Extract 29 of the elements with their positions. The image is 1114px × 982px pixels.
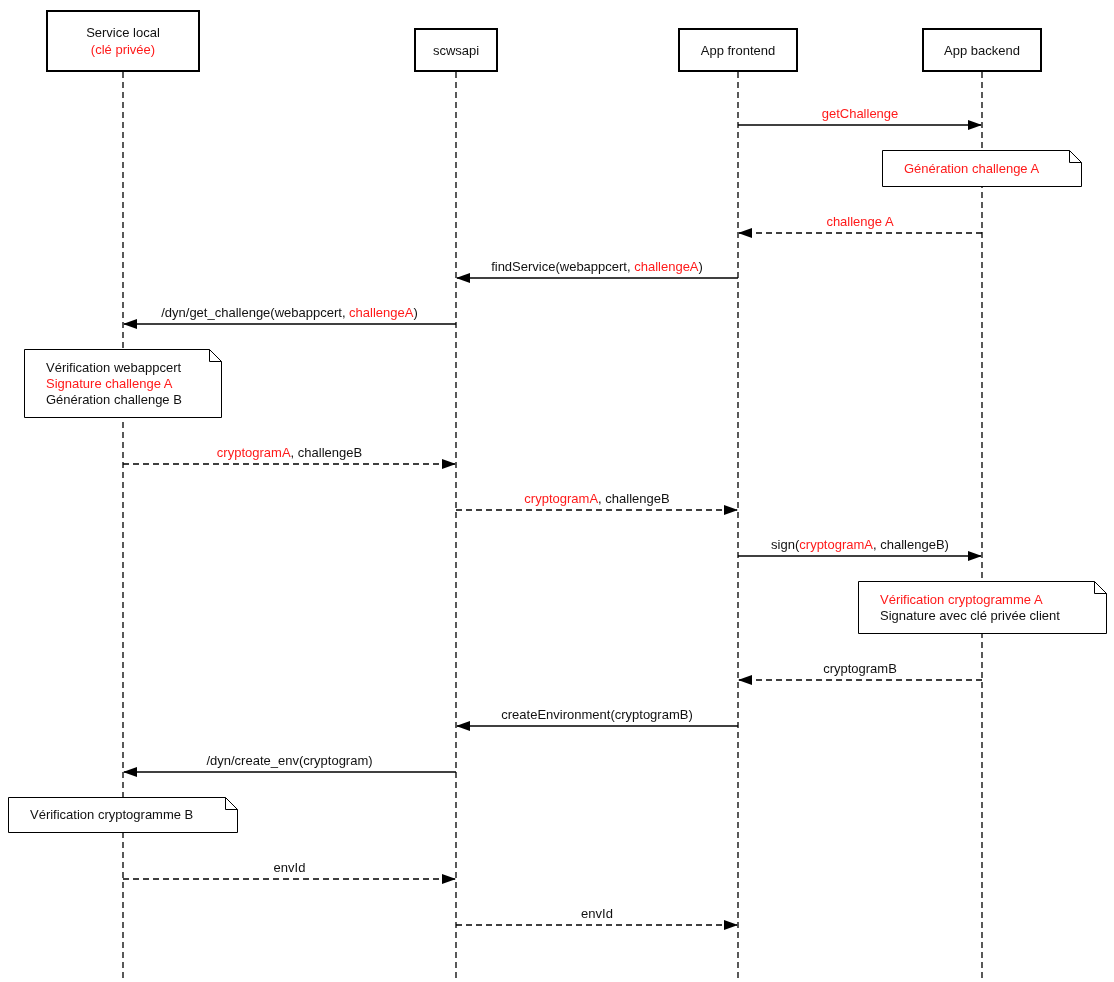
note-text: Vérification webappcert (46, 359, 183, 376)
message-arrow (455, 920, 738, 930)
note (24, 349, 222, 418)
note-text: Signature avec clé privée client (880, 607, 1061, 624)
note-text: Vérification cryptogramme B (30, 807, 195, 823)
note-text: Génération challenge A (904, 160, 1041, 177)
message-arrow (123, 319, 457, 329)
participant-name: App frontend (700, 41, 776, 59)
note (882, 150, 1082, 187)
message-arrow (456, 273, 739, 283)
participant-name: scwsapi (432, 41, 480, 59)
message-arrow (738, 228, 983, 238)
message-arrow (456, 721, 739, 731)
message-arrow (122, 874, 456, 884)
note (858, 581, 1107, 634)
message-arrow (737, 120, 982, 130)
message-arrow (738, 675, 983, 685)
note (8, 797, 238, 833)
participant-name: (clé privée) (90, 41, 156, 58)
message-arrow (123, 767, 457, 777)
message-arrow (455, 505, 738, 515)
note-text: Signature challenge A (46, 375, 174, 392)
note-text: Vérification cryptogramme A (880, 591, 1044, 608)
note-text: Génération challenge B (46, 391, 183, 408)
participant-name: App backend (944, 41, 1020, 59)
message-arrow (737, 551, 982, 561)
message-label: cryptogramB (820, 661, 900, 677)
participant-name: Service local (86, 24, 160, 41)
message-arrow (122, 459, 456, 469)
